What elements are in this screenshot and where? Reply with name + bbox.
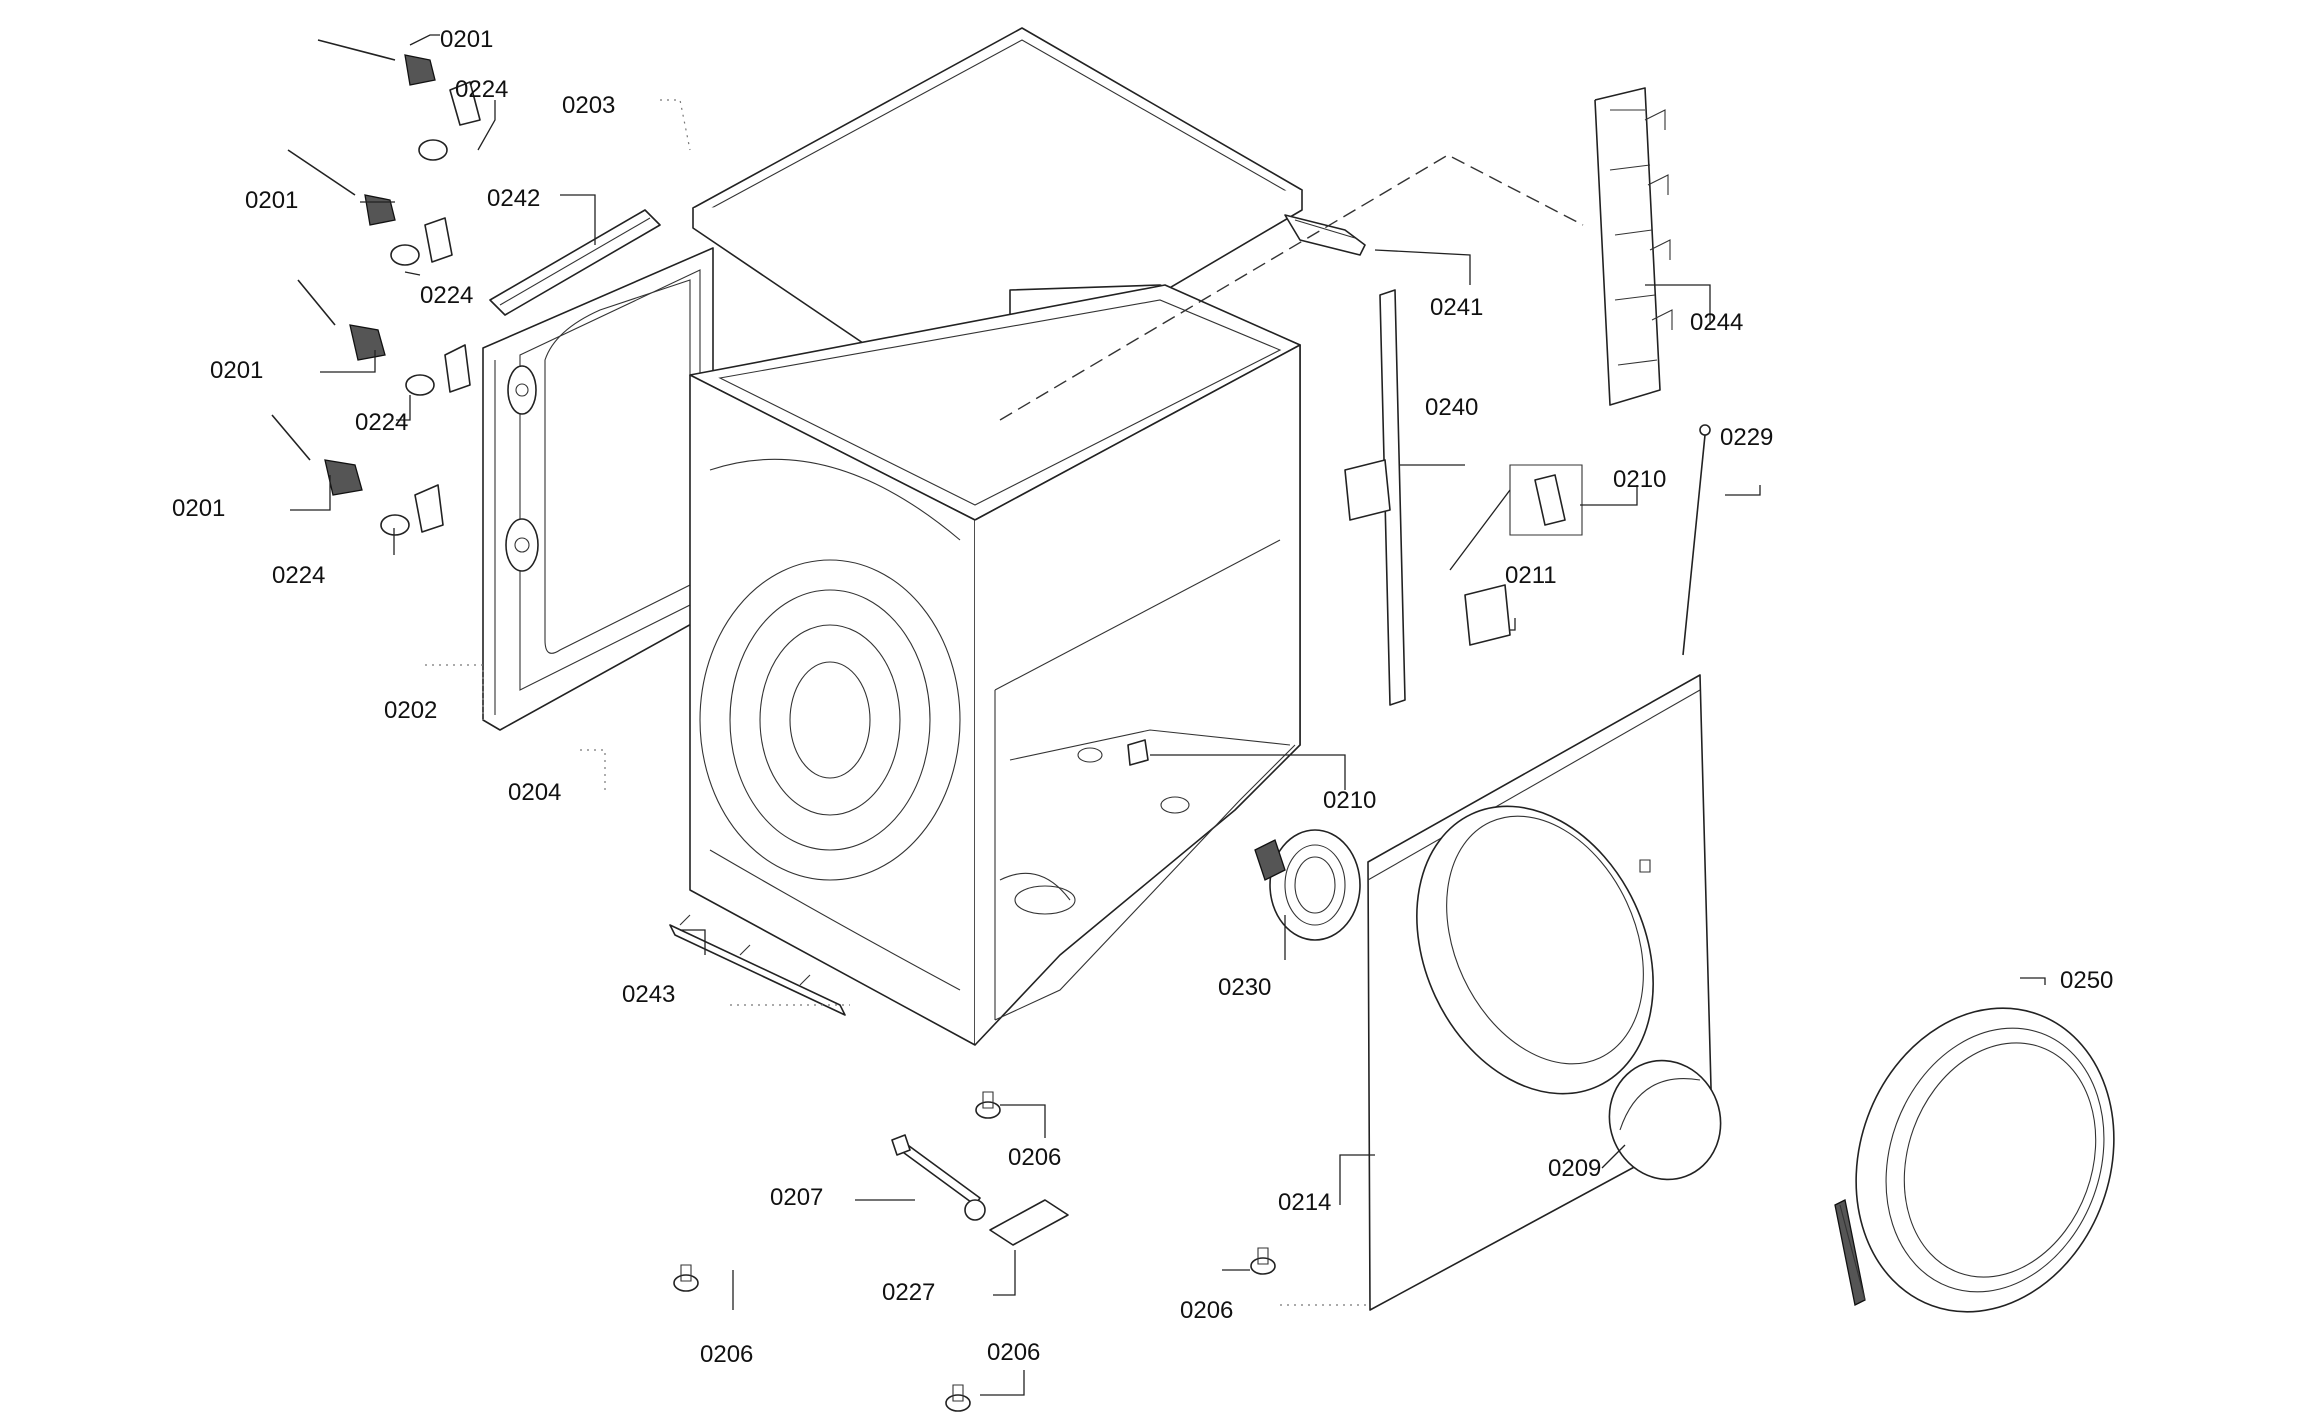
leader-lines <box>290 34 2046 1396</box>
label-0203: 0203 <box>562 92 615 119</box>
label-0241: 0241 <box>1430 294 1483 321</box>
part-labels: 0201 0224 0203 0201 0242 0224 0201 0224 … <box>172 26 2113 1368</box>
top-rail-part <box>1285 215 1365 255</box>
label-0206: 0206 <box>1008 1144 1061 1171</box>
side-rail-part <box>1345 290 1405 705</box>
label-0210: 0210 <box>1323 787 1376 814</box>
label-0206: 0206 <box>1180 1297 1233 1324</box>
label-0207: 0207 <box>770 1184 823 1211</box>
label-0227: 0227 <box>882 1279 935 1306</box>
label-0244: 0244 <box>1690 309 1743 336</box>
label-0206: 0206 <box>987 1339 1040 1366</box>
label-0224: 0224 <box>420 282 473 309</box>
diagonal-rail-part <box>490 210 660 315</box>
hinge-bolts-group <box>272 40 480 535</box>
label-0201: 0201 <box>210 357 263 384</box>
bottom-rail-part <box>670 915 845 1015</box>
rear-rail-part <box>1595 88 1672 405</box>
label-0201: 0201 <box>440 26 493 53</box>
label-0211: 0211 <box>1505 562 1557 589</box>
side-panel-rings <box>700 459 960 990</box>
label-0242: 0242 <box>487 185 540 212</box>
label-0224: 0224 <box>455 76 508 103</box>
alignment-dashed-line <box>999 154 1584 421</box>
rear-panel-part <box>483 248 713 730</box>
label-0250: 0250 <box>2060 967 2113 994</box>
label-0214: 0214 <box>1278 1189 1331 1216</box>
service-cover-part <box>1593 1045 1737 1195</box>
cabinet-housing-part <box>690 285 1300 1045</box>
small-parts-group <box>674 425 1710 1411</box>
label-0204: 0204 <box>508 779 561 806</box>
label-0229: 0229 <box>1720 424 1773 451</box>
label-0243: 0243 <box>622 981 675 1008</box>
label-0201: 0201 <box>172 495 225 522</box>
label-0240: 0240 <box>1425 394 1478 421</box>
label-0209: 0209 <box>1548 1155 1601 1182</box>
door-assembly-part <box>1815 972 2156 1349</box>
label-0210: 0210 <box>1613 466 1666 493</box>
front-panel-part <box>1368 675 1712 1310</box>
label-0206: 0206 <box>700 1341 753 1368</box>
bearing-ring-part <box>1255 830 1360 940</box>
label-0201: 0201 <box>245 187 298 214</box>
label-0224: 0224 <box>272 562 325 589</box>
label-0230: 0230 <box>1218 974 1271 1001</box>
label-0224: 0224 <box>355 409 408 436</box>
label-0202: 0202 <box>384 697 437 724</box>
